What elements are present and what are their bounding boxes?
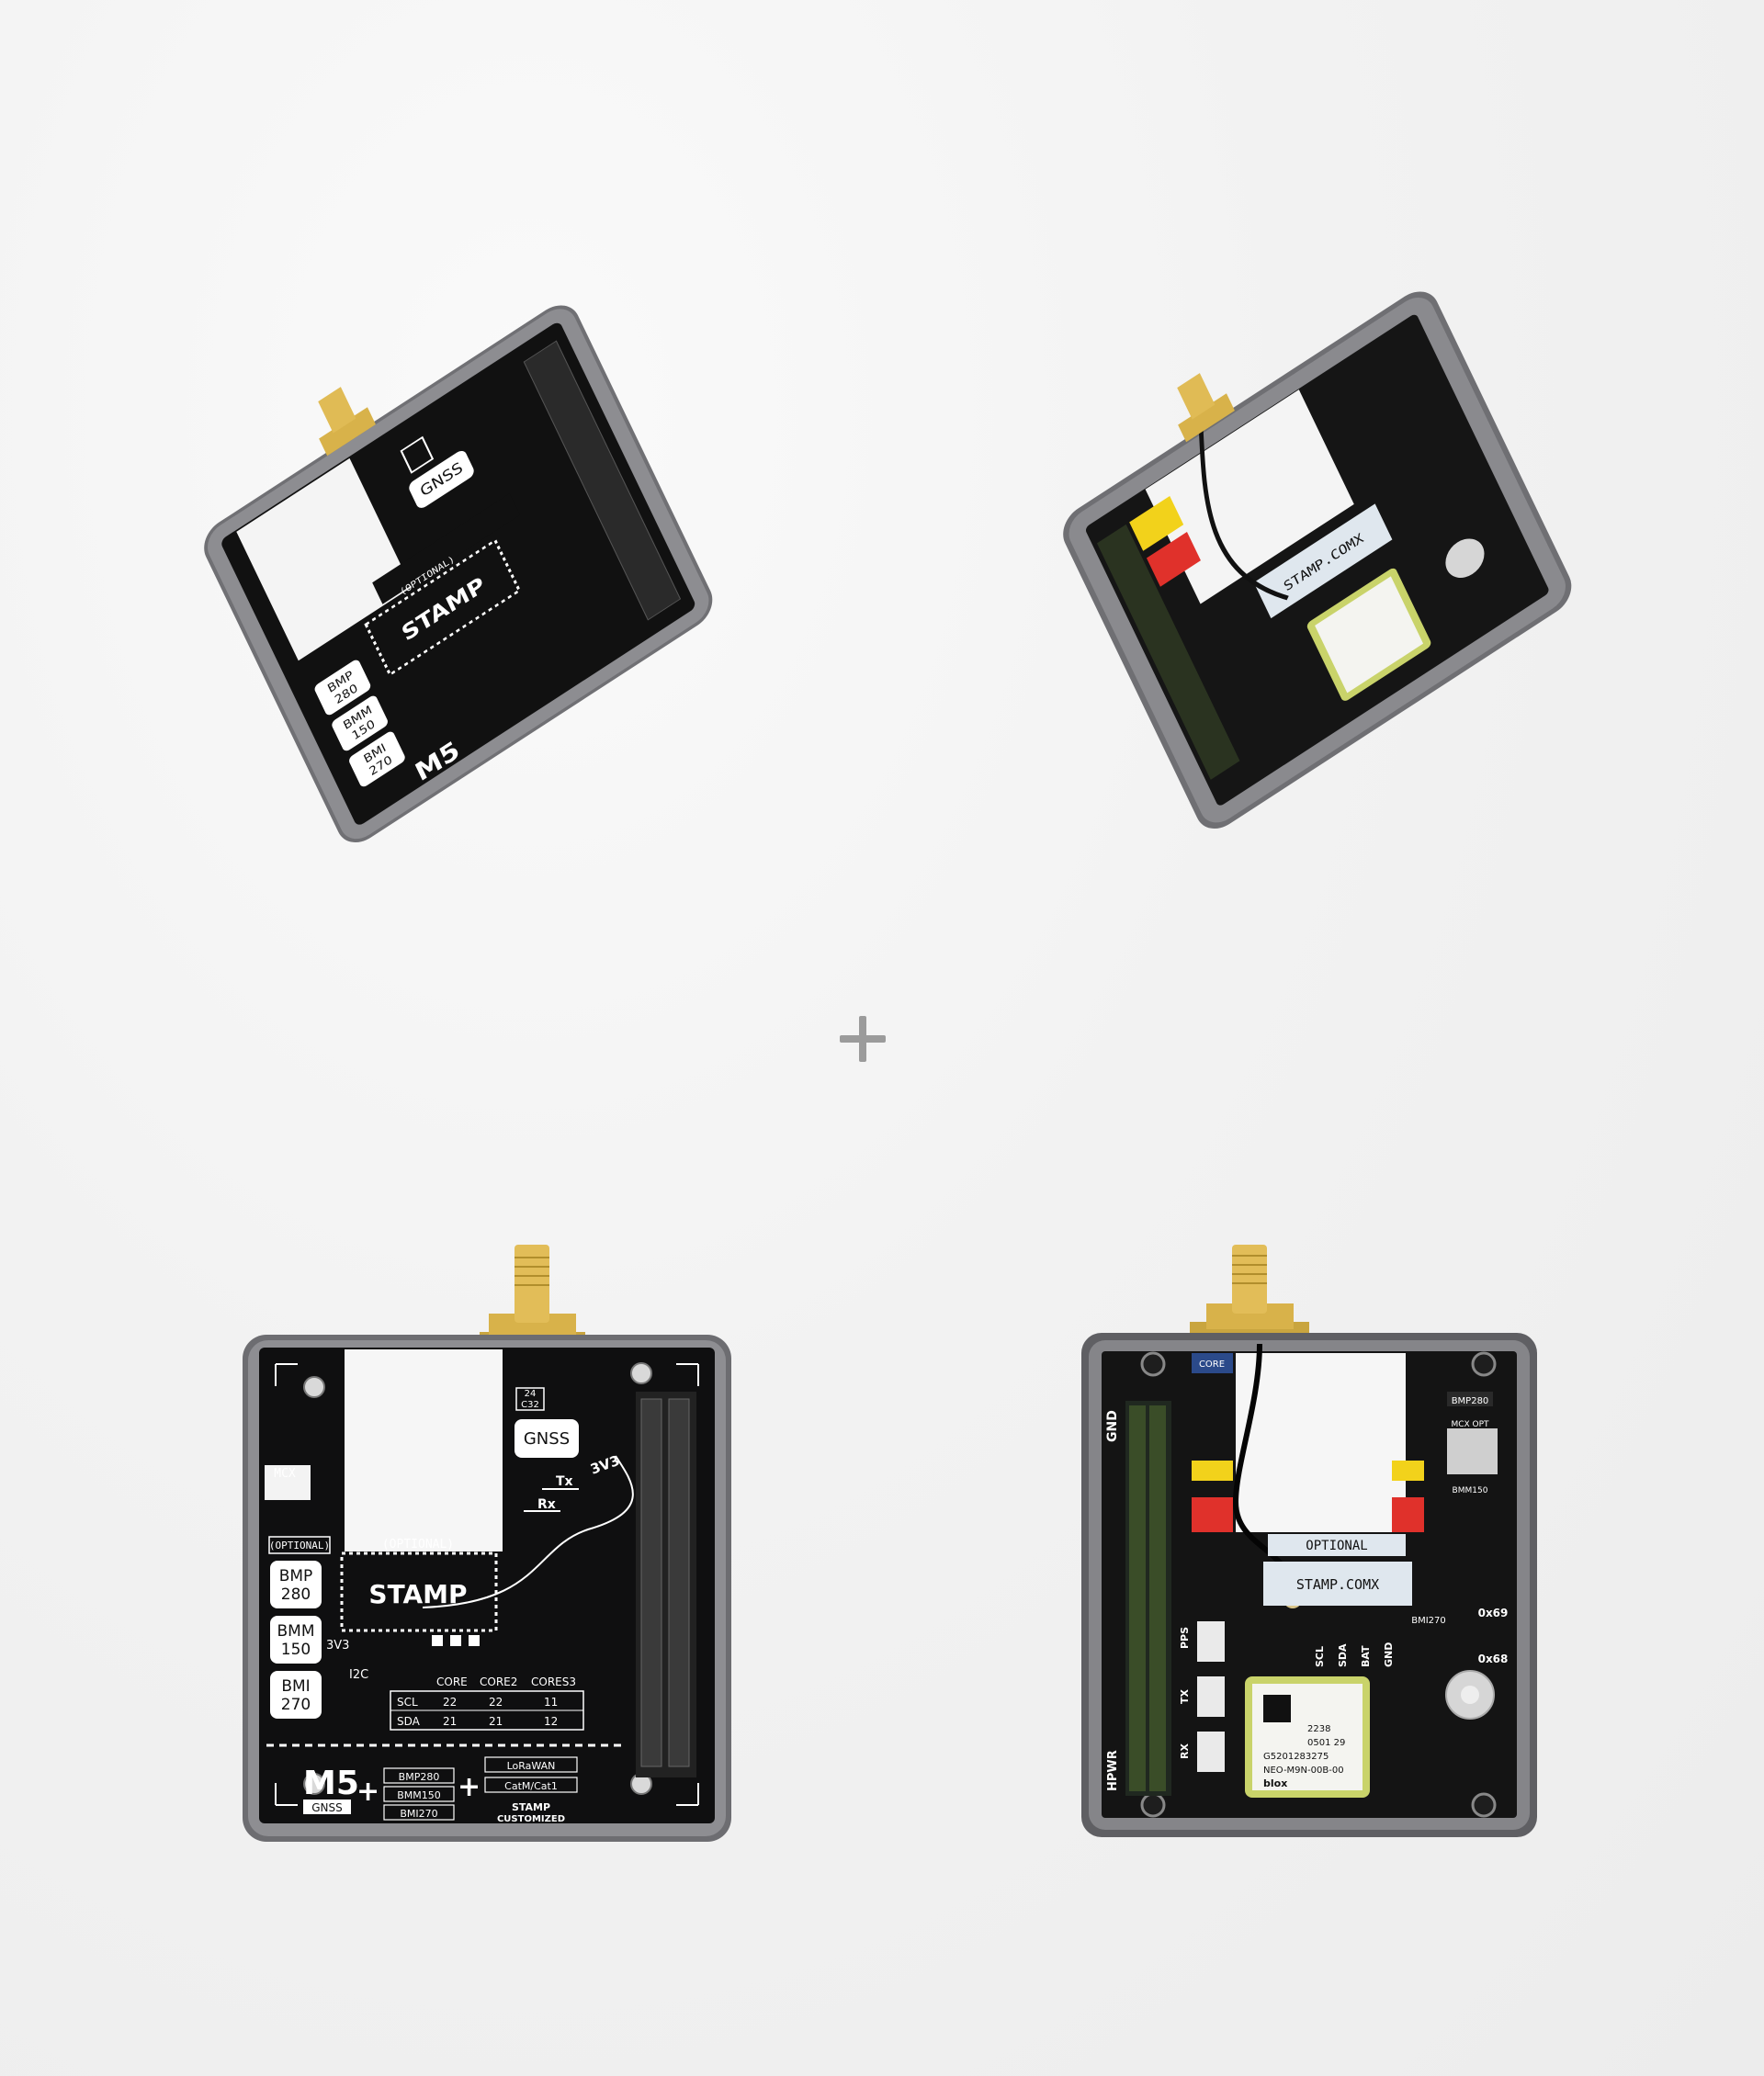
bmi270-label: BMI270 — [1411, 1616, 1446, 1626]
gnss-module-interior-flat: GND HPWR CORE OPTIONAL STAMP.COMX BMP280… — [1081, 1245, 1537, 1837]
cores3-header: CORES3 — [531, 1675, 576, 1688]
catm-label: CatM/Cat1 — [504, 1780, 558, 1792]
scl-core2: 22 — [489, 1696, 503, 1709]
svg-text:+: + — [356, 1776, 379, 1808]
sma-antenna-connector-icon — [514, 1245, 549, 1323]
mcx-label: MCX — [274, 1467, 296, 1481]
core-header: CORE — [436, 1675, 468, 1688]
bmp280-label: BMP280 — [1452, 1396, 1489, 1406]
module-model: NEO-M9N-00B-00 — [1263, 1766, 1344, 1776]
sensor1-label: BMP280 — [399, 1771, 440, 1783]
bmi-label: BMI — [281, 1677, 310, 1696]
sda-cores3: 12 — [544, 1715, 558, 1728]
bmp-label: BMP — [279, 1567, 313, 1585]
module-lot: 0501 29 — [1307, 1738, 1345, 1748]
antenna-cable — [1232, 1343, 1295, 1595]
bmm-label: BMM — [277, 1622, 315, 1641]
bmm150-label: BMM150 — [1453, 1486, 1488, 1495]
qr-code-icon — [1263, 1695, 1291, 1722]
optional-label: (OPTIONAL) — [382, 1538, 454, 1551]
hpwr-label: HPWR — [1106, 1750, 1120, 1791]
gnss-module-interior-angled: STAMP.COMX — [1063, 291, 1572, 829]
stamp-comx-label: STAMP.COMX — [1296, 1576, 1379, 1593]
bmp-number: 280 — [281, 1585, 311, 1604]
module-serial: G5201283275 — [1263, 1752, 1329, 1762]
gnss-module-back-angled: GNSS STAMP (OPTIONAL) BMP 280 BMM 150 BM… — [204, 305, 713, 842]
stamp-label: STAMP — [368, 1579, 467, 1609]
brand-label: M5 — [303, 1765, 359, 1802]
gnss-label: GNSS — [524, 1429, 570, 1449]
stamp-comx-slot — [1263, 1562, 1412, 1606]
bat-label: BAT — [1360, 1645, 1372, 1667]
gnss-module-back-flat: MCX 24 C32 GNSS 3V3 Tx Rx (OPTIONAL) STA… — [243, 1245, 731, 1842]
rx-label: RX — [1179, 1743, 1191, 1759]
stamp-custom-label: STAMP — [512, 1801, 550, 1813]
pin-24-label: 24 — [525, 1389, 537, 1399]
scl-core: 22 — [443, 1696, 457, 1709]
pps-label: PPS — [1179, 1627, 1191, 1649]
pin-32-label: C32 — [521, 1400, 539, 1410]
3v3-small-label: 3V3 — [326, 1639, 349, 1653]
lorawan-label: LoRaWAN — [507, 1760, 556, 1772]
sma-antenna-connector-icon — [1232, 1245, 1267, 1314]
sda-label: SDA — [1337, 1643, 1349, 1667]
sda-label: SDA — [397, 1715, 421, 1728]
tx-label: TX — [1179, 1688, 1191, 1704]
addr-0x69: 0x69 — [1478, 1607, 1509, 1619]
module-brand: blox — [1263, 1777, 1287, 1789]
scl-label: SCL — [1314, 1646, 1326, 1667]
coin-battery-icon — [1445, 538, 1485, 578]
bmi-number: 270 — [281, 1696, 311, 1714]
optional-label: OPTIONAL — [1306, 1539, 1367, 1553]
gnd-label: GND — [1105, 1410, 1120, 1442]
rx-label: Rx — [537, 1497, 556, 1512]
sda-core: 21 — [443, 1715, 457, 1728]
svg-text:+: + — [458, 1771, 481, 1803]
gnss-badge — [514, 1419, 579, 1458]
sensor2-label: BMM150 — [397, 1789, 441, 1801]
scl-label: SCL — [397, 1696, 418, 1709]
tx-label: Tx — [556, 1474, 573, 1489]
mcx-opt-label: MCX OPT — [1451, 1420, 1489, 1429]
sma-antenna-connector-icon — [318, 387, 356, 434]
sma-antenna-connector-icon — [1177, 373, 1216, 420]
i2c-label: I2C — [349, 1668, 368, 1682]
brand-sub-label: GNSS — [311, 1801, 343, 1814]
sensor3-label: BMI270 — [400, 1808, 437, 1820]
bmm-number: 150 — [281, 1641, 311, 1659]
core-label: CORE — [1199, 1360, 1225, 1370]
addr-0x68: 0x68 — [1478, 1653, 1509, 1665]
customized-label: CUSTOMIZED — [497, 1814, 565, 1824]
gnd2-label: GND — [1383, 1642, 1395, 1667]
module-date: 2238 — [1307, 1724, 1330, 1734]
plus-icon — [834, 1010, 889, 1066]
core2-header: CORE2 — [480, 1675, 517, 1688]
optional-sensors-label: (OPTIONAL) — [269, 1540, 330, 1551]
sda-core2: 21 — [489, 1715, 503, 1728]
scl-cores3: 11 — [544, 1696, 558, 1709]
